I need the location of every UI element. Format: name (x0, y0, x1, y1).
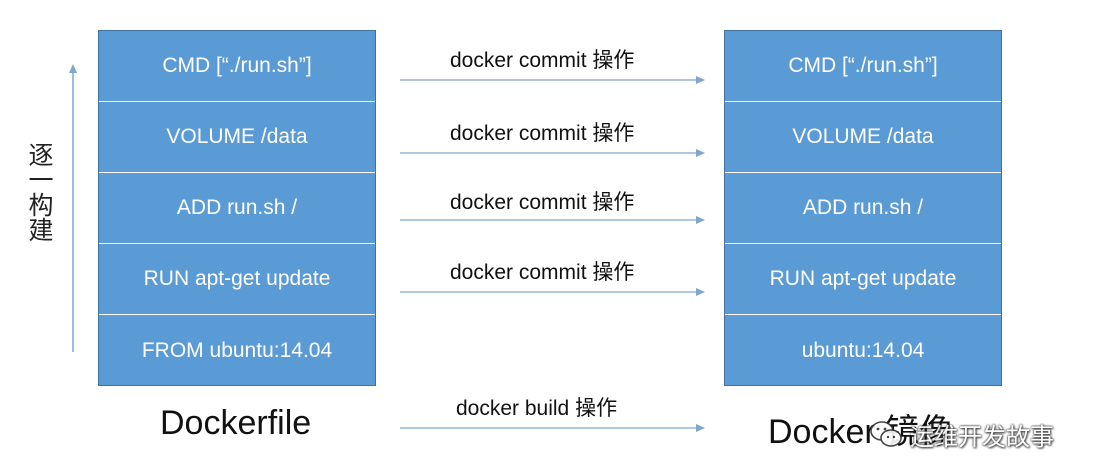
commit-operation-label: docker commit 操作 (450, 191, 635, 214)
right-arrow-icon (400, 149, 705, 157)
docker-image-stack: CMD [“./run.sh”] VOLUME /data ADD run.sh… (724, 30, 1002, 386)
right-arrow-icon (400, 216, 705, 224)
right-arrow-icon (400, 76, 705, 84)
dockerfile-layer-from: FROM ubuntu:14.04 (141, 339, 333, 362)
image-layer-run: RUN apt-get update (725, 244, 1001, 315)
dockerfile-layer-add: ADD run.sh / (99, 173, 375, 244)
build-direction-arrow-icon (69, 64, 77, 352)
commit-operation-label: docker commit 操作 (450, 49, 635, 72)
commit-operation-label: docker commit 操作 (450, 261, 635, 284)
wechat-icon (870, 421, 902, 447)
dockerfile-caption: Dockerfile (160, 404, 312, 442)
dockerfile-layer-cmd: CMD [“./run.sh”] (99, 31, 375, 102)
right-arrow-icon (400, 424, 705, 432)
right-arrow-icon (400, 288, 705, 296)
watermark-text: 运维开发故事 (910, 422, 1054, 451)
dockerfile-stack: CMD [“./run.sh”] VOLUME /data ADD run.sh… (98, 30, 376, 386)
dockerfile-layer-volume: VOLUME /data (99, 102, 375, 173)
build-operation-label: docker build 操作 (456, 397, 618, 420)
watermark: 运维开发故事 (868, 416, 1054, 452)
image-layer-base: ubuntu:14.04 (801, 339, 925, 362)
build-direction-label: 逐一构建 (25, 142, 54, 242)
docker-image-caption: Docker 镜像 (768, 413, 954, 451)
dockerfile-layer-run: RUN apt-get update (99, 244, 375, 315)
image-layer-volume: VOLUME /data (725, 102, 1001, 173)
image-layer-add: ADD run.sh / (725, 173, 1001, 244)
commit-operation-label: docker commit 操作 (450, 122, 635, 145)
image-layer-cmd: CMD [“./run.sh”] (725, 31, 1001, 102)
